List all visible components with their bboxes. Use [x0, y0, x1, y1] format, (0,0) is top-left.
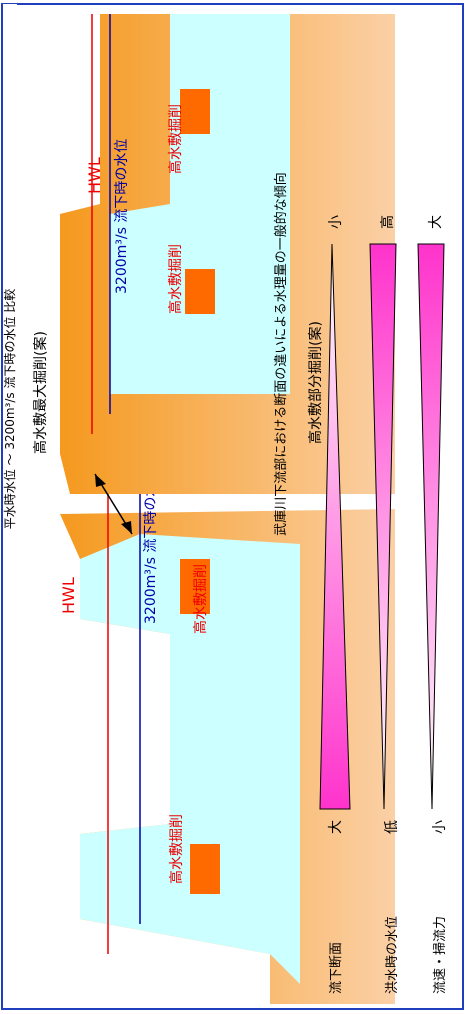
trend-wedge-2: [369, 243, 397, 810]
connector-arrow: [94, 473, 133, 535]
excavation-max-right: [180, 559, 210, 614]
excavation-label-max-right: 高水敷掘削: [192, 564, 209, 634]
trend-row-label-2: 洪水時の水位: [385, 916, 400, 994]
panel-max-title: 高水敷最大掘削(案): [32, 331, 49, 454]
trend-wedge-3: [417, 243, 445, 810]
trend-row-left-3: 小: [432, 820, 448, 834]
panel-max: HWL 3200m³/s 流下時の水位 高水敷掘削 高水敷掘削 高水敷最大掘削(…: [32, 331, 395, 1004]
trend-row-left-2: 低: [384, 820, 400, 834]
excavation-label-max-left: 高水敷掘削: [168, 814, 185, 884]
header-strip-text: 平水時水位 ～ 3200m³/s 流下時の水位 比較: [2, 289, 17, 530]
excavation-max-left: [190, 844, 220, 894]
trend-wedge-1: [319, 243, 351, 810]
trend-row-right-2: 高: [379, 215, 396, 229]
trend-row-right-1: 小: [328, 215, 344, 229]
trend-row-label-3: 流速・掃流力: [432, 916, 448, 994]
hwl-label-partial: HWL: [85, 157, 104, 194]
excavation-label-partial-left: 高水敷掘削: [167, 244, 184, 314]
flow-label-max: 3200m³/s 流下時の水位: [143, 469, 159, 624]
trend-section: 武庫川下流部における断面の違いによる水理量の一般的な傾向 流下断面 洪水時の水位…: [273, 172, 448, 994]
trend-title: 武庫川下流部における断面の違いによる水理量の一般的な傾向: [273, 172, 289, 536]
header-strip: [3, 4, 17, 814]
excavation-partial-right: [180, 89, 210, 134]
water-area-max: [80, 534, 300, 984]
hwl-label-max: HWL: [59, 577, 78, 614]
figure-frame: [1, 3, 464, 1010]
panel-partial-title: 高水敷部分掘削(案): [307, 321, 324, 444]
excavation-label-partial-right: 高水敷掘削: [167, 104, 184, 174]
excavation-partial-left: [185, 269, 215, 314]
trend-row-right-3: 大: [428, 215, 444, 229]
flow-label-partial: 3200m³/s 流下時の水位: [114, 139, 130, 294]
trend-row-left-1: 大: [328, 820, 344, 834]
water-partial: [110, 14, 290, 394]
panel-partial: HWL 3200m³/s 流下時の水位 高水敷掘削 高水敷掘削 高水敷部分掘削(…: [60, 14, 395, 494]
trend-row-label-1: 流下断面: [329, 942, 344, 994]
